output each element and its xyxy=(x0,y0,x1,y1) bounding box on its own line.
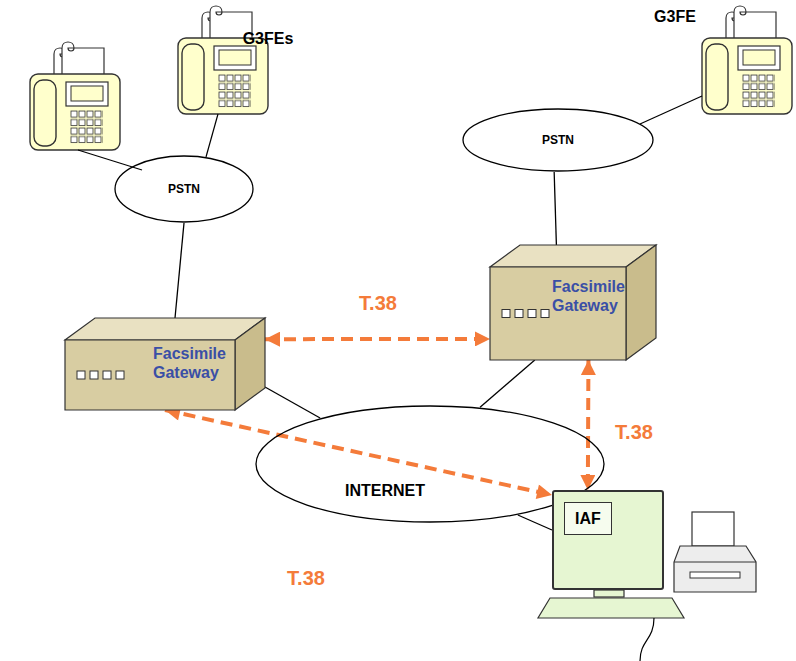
protocol-arrow xyxy=(586,360,591,490)
gateway-face xyxy=(235,318,265,410)
fax-machine xyxy=(30,42,120,150)
ellipse-outline xyxy=(115,156,253,222)
fax-machine xyxy=(702,6,792,114)
printer-slot xyxy=(690,572,740,578)
gateway-face xyxy=(490,267,626,360)
network-link xyxy=(265,387,320,418)
gateway-label: Facsimile Gateway xyxy=(153,344,226,382)
port-indicator xyxy=(77,371,85,379)
network-link xyxy=(554,172,556,245)
monitor-stand xyxy=(594,590,624,597)
gateway-box: Facsimile Gateway xyxy=(65,318,265,410)
fax-machine xyxy=(178,6,268,114)
network-link xyxy=(518,515,552,530)
device-label: G3FEs xyxy=(243,30,294,48)
gateway-outline xyxy=(65,318,265,410)
port-indicator xyxy=(515,310,523,318)
keyboard xyxy=(538,598,684,618)
phone-line xyxy=(206,114,218,157)
port-indicator xyxy=(528,310,536,318)
gateway-face xyxy=(65,318,265,340)
port-indicator xyxy=(541,310,549,318)
gateway-box: Facsimile Gateway xyxy=(490,245,656,360)
protocol-label: T.38 xyxy=(615,421,653,444)
port-indicator xyxy=(502,310,510,318)
device-label: G3FE xyxy=(654,8,696,26)
printer-paper xyxy=(692,512,734,546)
cloud-label: INTERNET xyxy=(345,481,425,500)
cable xyxy=(640,618,654,661)
port-indicator xyxy=(103,371,111,379)
port-indicator xyxy=(90,371,98,379)
protocol-arrow xyxy=(265,337,490,341)
printer-edge xyxy=(674,562,756,563)
cloud-label: PSTN xyxy=(168,182,200,196)
cloud-label: PSTN xyxy=(542,133,574,147)
gateway-label: Facsimile Gateway xyxy=(552,277,625,315)
printer xyxy=(674,546,756,592)
network-link xyxy=(175,223,184,318)
network-link xyxy=(480,360,535,407)
gateway-face xyxy=(626,245,656,360)
port-indicator xyxy=(116,371,124,379)
protocol-label: T.38 xyxy=(359,292,397,315)
phone-line xyxy=(640,96,702,124)
protocol-label: T.38 xyxy=(287,567,325,590)
network-cloud: PSTN xyxy=(114,155,254,223)
ellipse-outline xyxy=(463,109,653,171)
screen-label: IAF xyxy=(564,502,612,535)
network-cloud: PSTN xyxy=(462,108,654,172)
computer-monitor: IAF xyxy=(552,490,664,590)
gateway-face xyxy=(65,340,235,410)
